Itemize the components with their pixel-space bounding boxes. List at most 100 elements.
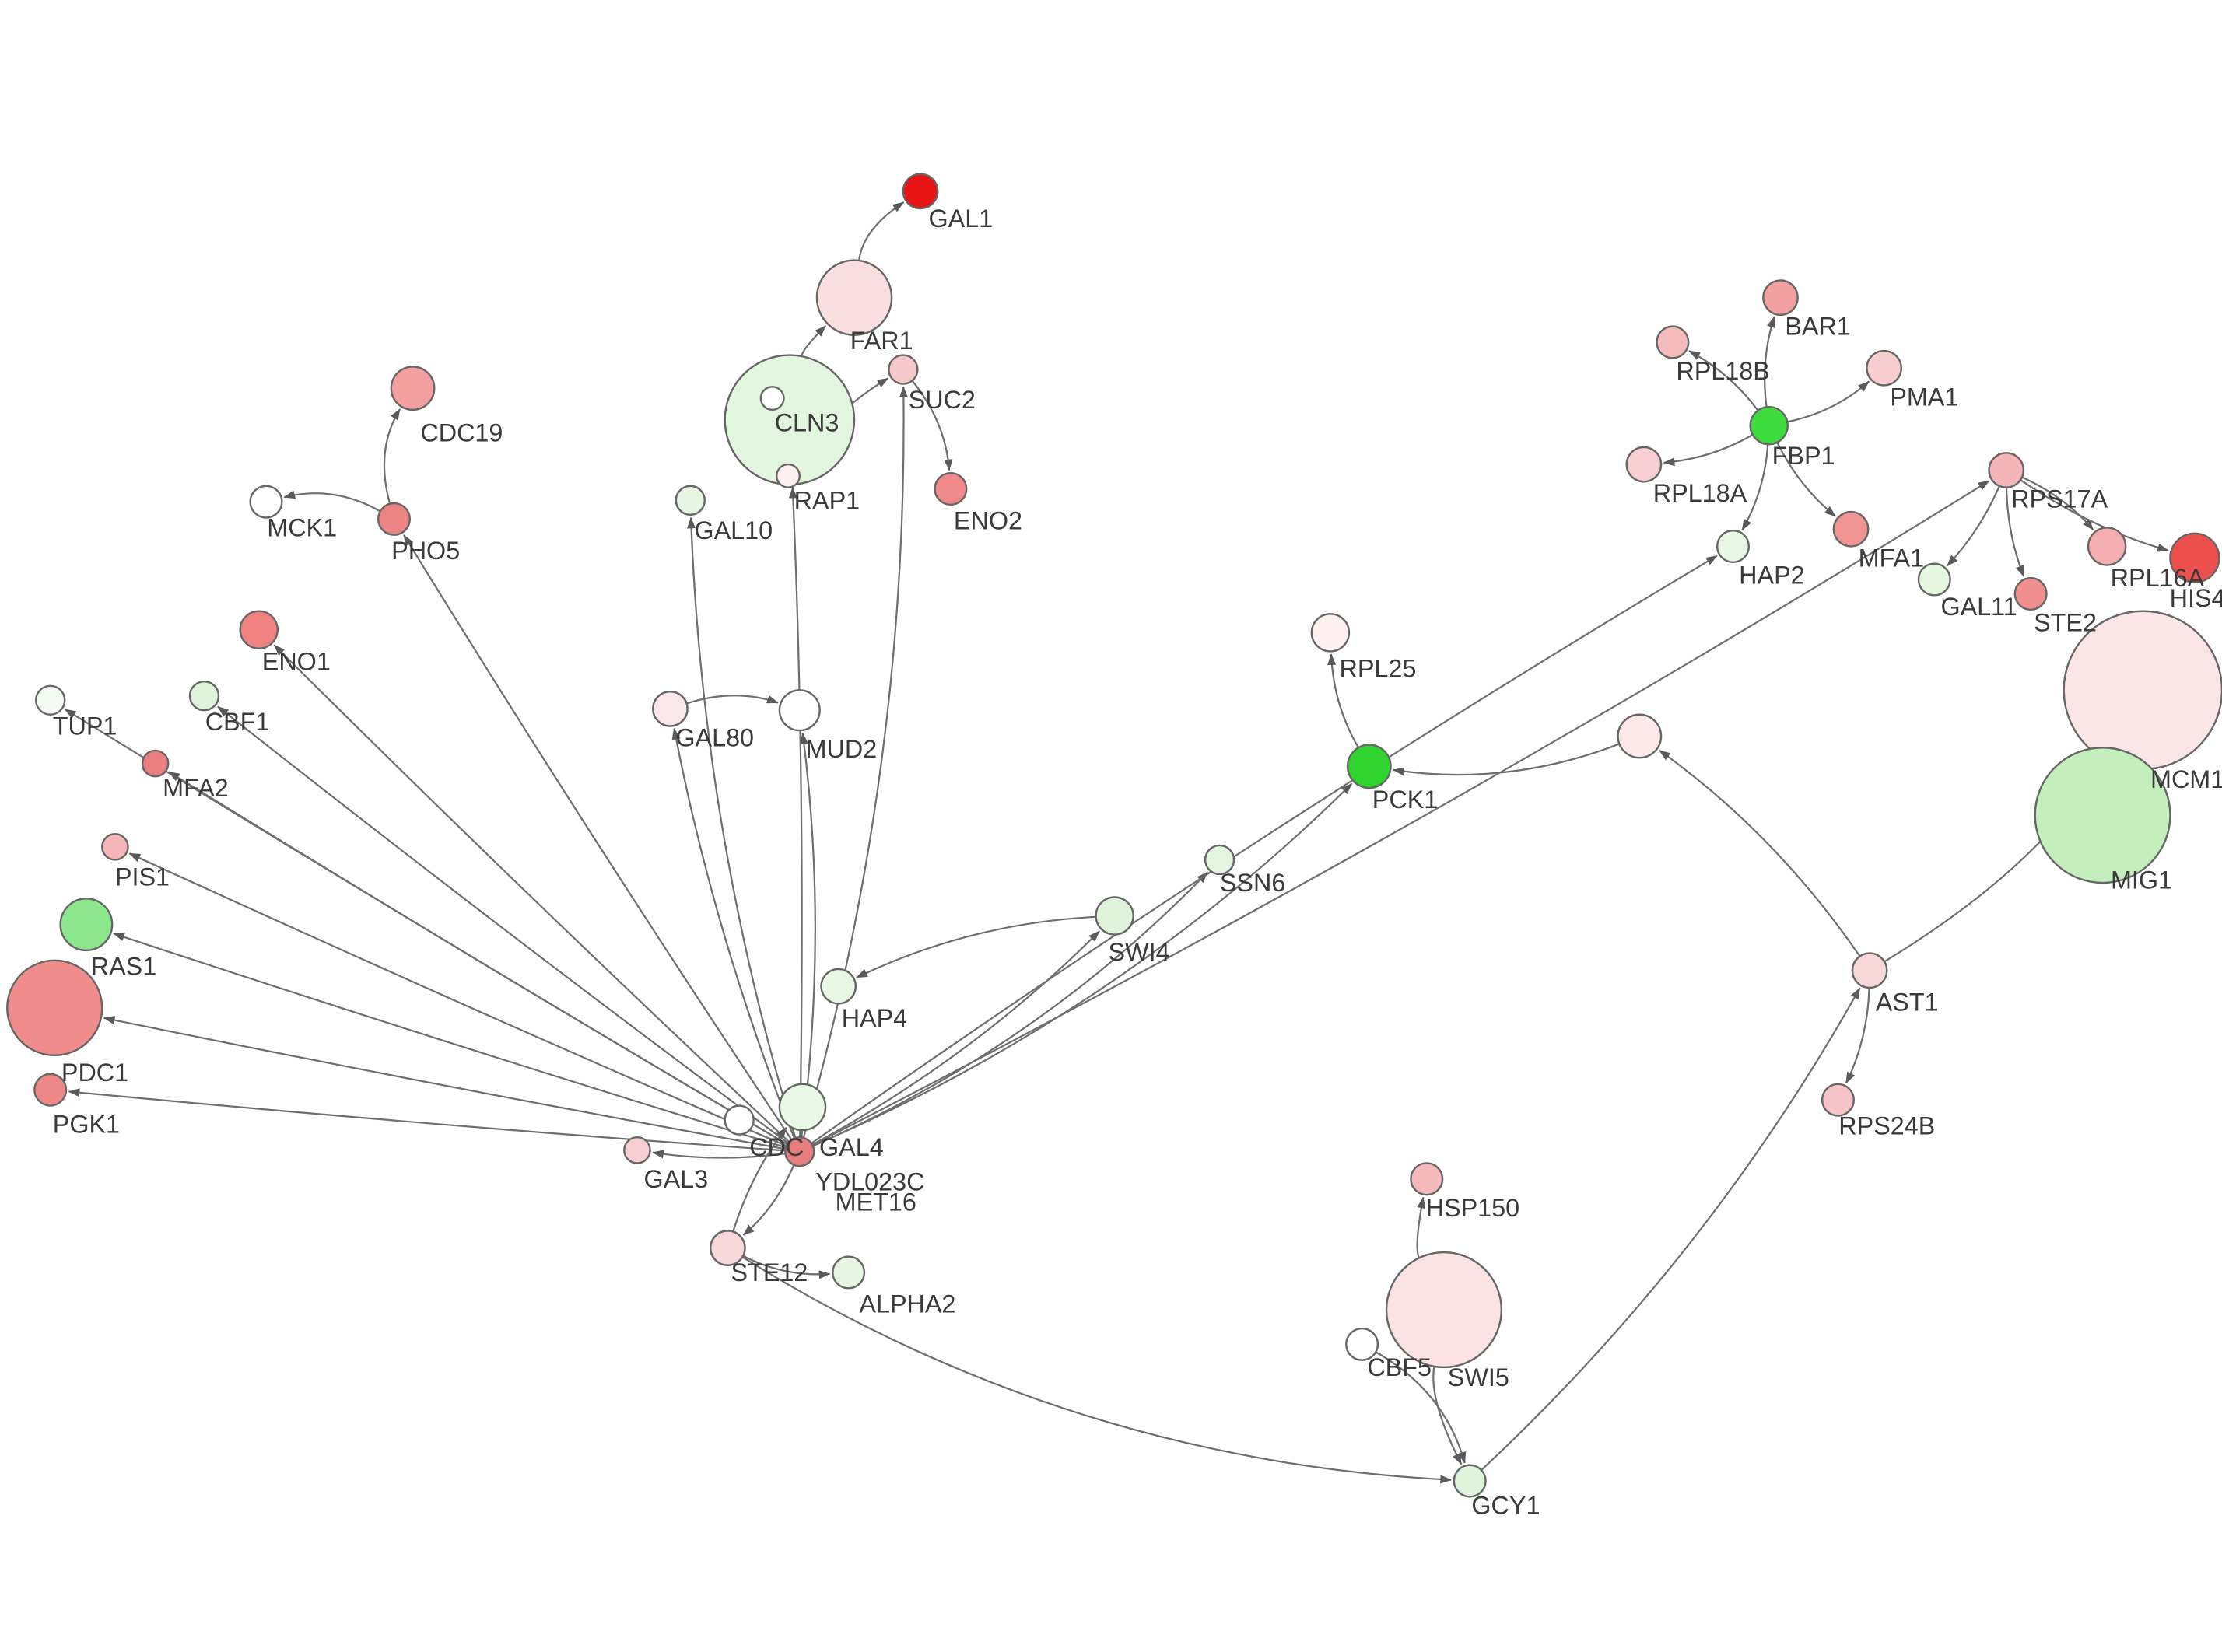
edge-gal4-gal80[interactable]: [671, 727, 795, 1139]
edge-fbp1-rpl18a[interactable]: [1663, 434, 1754, 467]
edge-gal4-swi4[interactable]: [811, 930, 1100, 1146]
edge-ast1-rps24b[interactable]: [1845, 987, 1870, 1084]
node-pgk1[interactable]: [33, 1073, 68, 1107]
edge-rps17a-ste2[interactable]: [2005, 487, 2025, 577]
node-pck1[interactable]: [1346, 744, 1392, 789]
node-pis1[interactable]: [101, 832, 129, 861]
edge-rps17a-rpl16a[interactable]: [2021, 476, 2094, 530]
node-ast1[interactable]: [1851, 952, 1888, 989]
edge-cln3-far1[interactable]: [801, 325, 827, 357]
edge-swi5-gcy1[interactable]: [1432, 1366, 1463, 1465]
edge-gal4-gal3[interactable]: [652, 1150, 786, 1159]
node-mfa1[interactable]: [1832, 510, 1870, 548]
node-cbf1[interactable]: [188, 681, 220, 712]
edge-gal4-rps17a[interactable]: [811, 480, 1990, 1146]
node-suc2[interactable]: [888, 354, 919, 385]
node-rpl25[interactable]: [1310, 613, 1351, 653]
edge-rps17a-his4[interactable]: [2020, 479, 2169, 552]
node-mck1[interactable]: [249, 485, 283, 519]
edge-gal4-gal10[interactable]: [687, 516, 797, 1139]
node-rpl16a[interactable]: [2087, 527, 2127, 566]
node-ste12[interactable]: [709, 1230, 746, 1266]
edge-gal4-suc2[interactable]: [802, 386, 908, 1139]
node-fbp1[interactable]: [1749, 405, 1789, 446]
edge-gcy1-ast1[interactable]: [1481, 987, 1861, 1471]
edge-pho5-mck1[interactable]: [283, 490, 381, 513]
edge-pck1-rpl25[interactable]: [1327, 653, 1359, 748]
node-gal80[interactable]: [652, 690, 689, 727]
edge-gal4-pdc1[interactable]: [103, 1016, 786, 1150]
edge-gal4-mud2[interactable]: [799, 732, 816, 1138]
edge-fbp1-rpl18b[interactable]: [1688, 350, 1759, 411]
edge-ast1-unnamed[interactable]: [1659, 749, 1861, 957]
edge-gal4-ras1[interactable]: [113, 933, 787, 1149]
node-ssn6[interactable]: [1204, 844, 1235, 876]
node-pdc1[interactable]: [6, 959, 103, 1057]
node-his4[interactable]: [2169, 532, 2220, 583]
edge-gal4-mfa2[interactable]: [168, 771, 788, 1146]
node-cdc19[interactable]: [390, 366, 436, 411]
node-rps24b[interactable]: [1821, 1083, 1855, 1117]
edge-gal4-pck1[interactable]: [812, 782, 1353, 1147]
node-unnamed[interactable]: [1617, 713, 1663, 759]
edge-gal4-eno1[interactable]: [273, 644, 790, 1143]
edge-pho5-cdc19[interactable]: [383, 408, 401, 505]
node-mcm1[interactable]: [2063, 610, 2222, 771]
edge-gal4-pgk1[interactable]: [68, 1088, 786, 1152]
node-hap2[interactable]: [1716, 529, 1751, 563]
edge-gal4-cln3[interactable]: [788, 486, 803, 1138]
edge-gal4-hap2[interactable]: [811, 555, 1718, 1144]
node-gal4[interactable]: [784, 1136, 815, 1167]
edge-swi5-hsp150[interactable]: [1416, 1196, 1426, 1258]
edge-fbp1-bar1[interactable]: [1764, 316, 1775, 408]
node-bar1[interactable]: [1762, 279, 1799, 317]
node-pho5[interactable]: [377, 502, 412, 536]
node-eno2[interactable]: [934, 471, 968, 506]
node-tup1[interactable]: [35, 684, 66, 716]
node-mig1[interactable]: [2034, 747, 2171, 884]
node-hsp150[interactable]: [1410, 1162, 1444, 1196]
node-gcy1[interactable]: [1453, 1464, 1487, 1498]
edge-gal4-ste12[interactable]: [742, 1164, 795, 1236]
edge-gal4-cbf1[interactable]: [217, 705, 789, 1144]
node-gal11[interactable]: [1917, 562, 1951, 597]
edge-ste12-met16[interactable]: [732, 1126, 787, 1232]
node-rpl18a[interactable]: [1625, 446, 1663, 483]
edge-swi4-hap4[interactable]: [856, 915, 1096, 978]
node-ydl023c[interactable]: [724, 1104, 755, 1136]
edge-cbf5-gcy1[interactable]: [1375, 1351, 1467, 1464]
edge-far1-gal1[interactable]: [858, 201, 905, 261]
node-ste2[interactable]: [2013, 576, 2048, 611]
node-cbf5[interactable]: [1345, 1327, 1379, 1361]
node-met16[interactable]: [778, 1083, 827, 1132]
edge-fbp1-pma1[interactable]: [1786, 380, 1870, 423]
edge-rps17a-gal11[interactable]: [1946, 485, 2000, 567]
node-gal3[interactable]: [623, 1136, 651, 1164]
node-alpha2[interactable]: [832, 1255, 866, 1290]
node-mud2[interactable]: [778, 689, 821, 732]
edge-gal80-mud2[interactable]: [686, 695, 779, 705]
edge-suc2-eno2[interactable]: [911, 380, 953, 471]
node-gal10[interactable]: [675, 485, 706, 516]
edge-gal4-pis1[interactable]: [128, 852, 787, 1147]
node-swi5[interactable]: [1385, 1251, 1503, 1369]
node-eno1[interactable]: [239, 610, 279, 649]
edge-unnamed-pck1[interactable]: [1392, 743, 1620, 776]
edge-ste12-alpha2[interactable]: [742, 1255, 831, 1279]
node-rap1[interactable]: [776, 463, 801, 488]
node-far1[interactable]: [815, 259, 893, 336]
node-pma1[interactable]: [1866, 349, 1902, 387]
node-gal1[interactable]: [902, 173, 939, 210]
node-hap4[interactable]: [820, 968, 857, 1005]
node-rpl18b[interactable]: [1656, 325, 1690, 359]
edge-ste12-gcy1[interactable]: [741, 1256, 1453, 1484]
edge-fbp1-mfa1[interactable]: [1776, 442, 1836, 517]
node-mfa2[interactable]: [141, 749, 170, 778]
node-cln3dot[interactable]: [759, 386, 785, 411]
node-ras1[interactable]: [59, 898, 114, 952]
node-rps17a[interactable]: [1988, 452, 2025, 488]
edge-gal4-pho5[interactable]: [403, 534, 793, 1140]
edge-gal4-ssn6[interactable]: [812, 871, 1209, 1147]
edge-fbp1-hap2[interactable]: [1741, 444, 1769, 531]
